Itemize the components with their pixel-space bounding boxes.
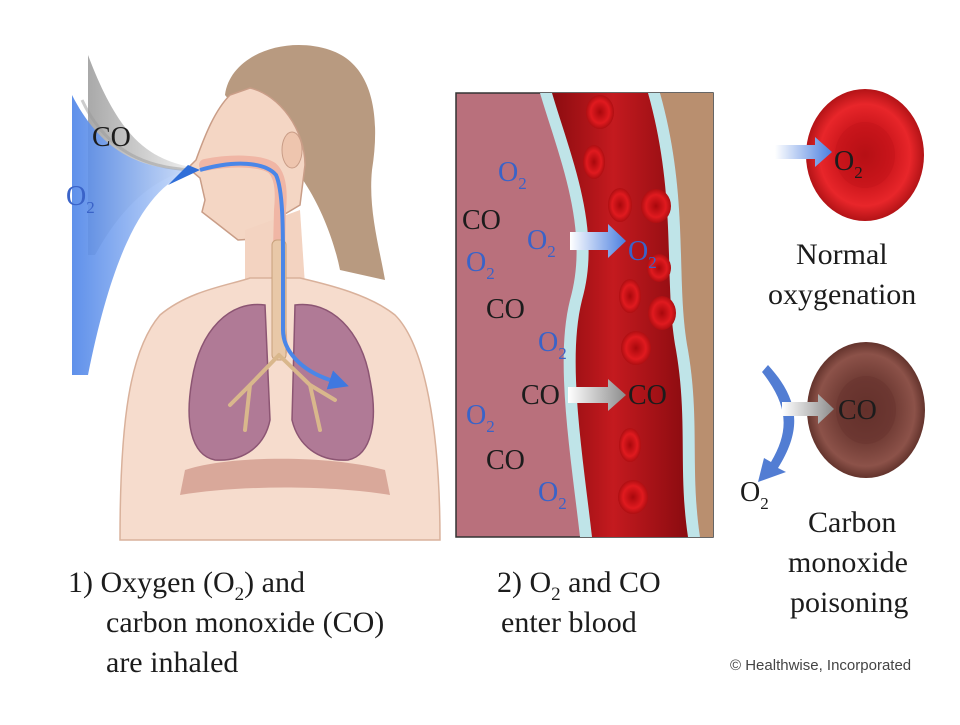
poison-o2-sub: 2	[760, 494, 769, 513]
o2-flow-arrow	[199, 161, 349, 390]
normal-red-cell	[806, 89, 924, 221]
panel-cell-outcomes: O2 Normal oxygenation CO O2 Carbon monox…	[740, 89, 925, 619]
tissue-o2-3-sub: 2	[486, 264, 495, 283]
tissue-o2-label-4: O2	[538, 327, 567, 363]
red-cell	[586, 95, 614, 129]
panel-inhalation: CO O2 1) Oxygen (O2) and carbon monoxide…	[66, 45, 441, 679]
caption2-line1-suffix: and CO	[561, 566, 661, 599]
tissue-o2-5-sub: 2	[486, 417, 495, 436]
caption2-line1-sub: 2	[551, 584, 561, 605]
red-cell	[641, 189, 671, 223]
nostril-arrow	[168, 165, 200, 185]
caption1-line3: are inhaled	[106, 646, 238, 679]
normal-o2-main: O	[834, 146, 854, 177]
blood-o2-sub: 2	[648, 253, 657, 272]
tissue-o2-label-1: O2	[498, 157, 527, 193]
o2-transfer-arrow	[570, 224, 626, 258]
tissue-co-label-2: CO	[486, 294, 525, 325]
ear	[281, 131, 303, 169]
red-cell	[619, 428, 641, 462]
caption1-line1-sub: 2	[235, 584, 245, 605]
normal-cell-highlight	[835, 122, 895, 188]
caption2-line1-prefix: 2) O	[497, 566, 551, 599]
poison-caption-line1: Carbon	[808, 506, 896, 539]
outer-tissue	[660, 93, 713, 537]
poisoned-cell-highlight	[836, 376, 896, 444]
copyright-credit: © Healthwise, Incorporated	[730, 657, 911, 674]
tissue-o2-label-3: O2	[466, 247, 495, 283]
tissue-co-label-1: CO	[462, 205, 501, 236]
poison-o2-main: O	[740, 477, 760, 508]
bronchi	[228, 353, 337, 432]
co-transfer-arrow	[568, 379, 626, 411]
co-air-label: CO	[92, 122, 131, 153]
red-cell	[647, 254, 671, 282]
o2-air-stream	[72, 95, 196, 375]
tissue-co-label-3: CO	[521, 380, 560, 411]
tissue-o2-label-5: O2	[466, 400, 495, 436]
tissue-o2-2-main: O	[527, 225, 547, 256]
vessel-red-cells	[583, 95, 676, 514]
tissue-o2-3-main: O	[466, 247, 486, 278]
blood-o2-label: O2	[628, 236, 657, 272]
poison-caption-line3: poisoning	[790, 586, 908, 619]
tissue-o2-4-sub: 2	[558, 344, 567, 363]
normal-caption-line1: Normal	[796, 238, 888, 271]
red-cell	[621, 331, 651, 365]
red-cell	[583, 145, 605, 179]
panel-blood-vessel: O2 CO O2 O2 O2 CO O2 CO CO O2 CO O2 2) O…	[455, 92, 714, 639]
normal-caption-line2: oxygenation	[768, 278, 916, 311]
left-lung	[188, 303, 271, 461]
poison-co-label: CO	[838, 395, 877, 426]
caption-inhaled: 1) Oxygen (O2) and	[68, 566, 305, 605]
normal-o2-arrow	[775, 137, 832, 167]
caption-enter-blood: 2) O2 and CO	[497, 566, 661, 605]
caption1-line1-suffix: ) and	[244, 566, 305, 599]
tissue-o2-4-main: O	[538, 327, 558, 358]
tissue-o2-5-main: O	[466, 400, 486, 431]
blood-o2-main: O	[628, 236, 648, 267]
o2-air-label: O2	[66, 181, 95, 217]
poisoned-red-cell	[807, 342, 925, 478]
tissue-o2-6-main: O	[538, 477, 558, 508]
o2-air-label-main: O	[66, 181, 86, 212]
caption1-line2: carbon monoxide (CO)	[106, 606, 384, 639]
blood-co-label: CO	[628, 380, 667, 411]
poison-co-arrow	[782, 394, 834, 424]
tissue-o2-label-6: O2	[538, 477, 567, 513]
poison-caption-line2: monoxide	[788, 546, 908, 579]
tissue-o2-label-2: O2	[527, 225, 556, 261]
caption2-line2: enter blood	[501, 606, 637, 639]
tissue-co-label-4: CO	[486, 445, 525, 476]
red-cell	[608, 188, 632, 222]
tissue-o2-1-sub: 2	[518, 174, 527, 193]
caption1-line1-prefix: 1) Oxygen (O	[68, 566, 235, 599]
normal-o2-label: O2	[834, 146, 863, 182]
diaphragm	[180, 458, 390, 495]
o2-air-label-sub: 2	[86, 198, 95, 217]
red-cell	[619, 279, 641, 313]
red-cell	[618, 480, 648, 514]
poison-o2-label: O2	[740, 477, 769, 513]
tissue-o2-6-sub: 2	[558, 494, 567, 513]
tissue-o2-2-sub: 2	[547, 242, 556, 261]
red-cell	[648, 296, 676, 330]
deflected-o2-arrow	[758, 365, 795, 482]
normal-o2-sub: 2	[854, 163, 863, 182]
tissue-o2-1-main: O	[498, 157, 518, 188]
